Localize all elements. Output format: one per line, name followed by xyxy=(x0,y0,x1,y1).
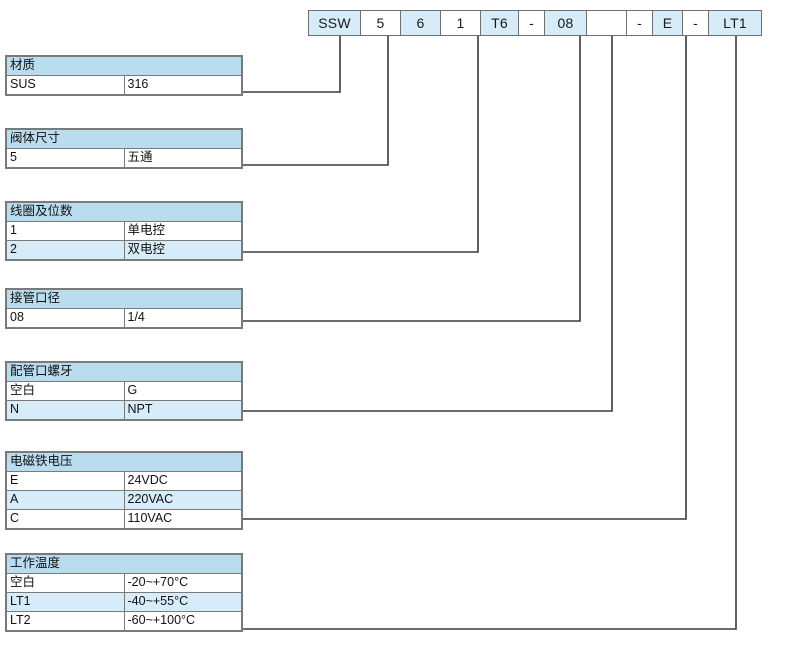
option-code: 空白 xyxy=(6,381,125,401)
code-cell-4: T6 xyxy=(481,11,519,35)
option-description: 220VAC xyxy=(123,490,242,510)
option-code: 空白 xyxy=(6,573,125,593)
code-cell-5: - xyxy=(519,11,545,35)
code-cell-11: LT1 xyxy=(709,11,761,35)
option-code: LT1 xyxy=(6,592,125,612)
option-code: 1 xyxy=(6,221,125,241)
table-header-material: 材质 xyxy=(6,56,242,76)
code-cell-3: 1 xyxy=(441,11,481,35)
option-description: 五通 xyxy=(123,148,242,168)
leader-working-temperature xyxy=(6,36,737,630)
option-description: 316 xyxy=(123,75,242,95)
option-code: A xyxy=(6,490,125,510)
code-cell-7 xyxy=(587,11,627,35)
table-row: LT2-60~+100°C xyxy=(6,611,242,631)
option-description: NPT xyxy=(123,400,242,420)
option-description: -20~+70°C xyxy=(123,573,242,593)
code-cell-6: 08 xyxy=(545,11,587,35)
leader-solenoid-voltage xyxy=(6,36,687,520)
option-description: -40~+55°C xyxy=(123,592,242,612)
option-code: 08 xyxy=(6,308,125,328)
table-header-working-temperature: 工作温度 xyxy=(6,554,242,574)
option-description: 1/4 xyxy=(123,308,242,328)
option-description: 24VDC xyxy=(123,471,242,491)
option-description: 双电控 xyxy=(123,240,242,260)
code-cell-9: E xyxy=(653,11,683,35)
code-cell-2: 6 xyxy=(401,11,441,35)
table-header-valve-body-size: 阀体尺寸 xyxy=(6,129,242,149)
code-cell-0: SSW xyxy=(309,11,361,35)
option-code: 5 xyxy=(6,148,125,168)
option-description: -60~+100°C xyxy=(123,611,242,631)
option-code: N xyxy=(6,400,125,420)
table-header-port-bore: 接管口径 xyxy=(6,289,242,309)
table-header-port-thread: 配管口螺牙 xyxy=(6,362,242,382)
option-code: SUS xyxy=(6,75,125,95)
option-description: G xyxy=(123,381,242,401)
code-cell-1: 5 xyxy=(361,11,401,35)
table-header-coil-and-position: 线圈及位数 xyxy=(6,202,242,222)
option-description: 单电控 xyxy=(123,221,242,241)
table-row: 空白-20~+70°C xyxy=(6,573,242,593)
option-code: C xyxy=(6,509,125,529)
option-code: LT2 xyxy=(6,611,125,631)
code-cell-8: - xyxy=(627,11,653,35)
option-code: E xyxy=(6,471,125,491)
table-row: LT1-40~+55°C xyxy=(6,592,242,612)
option-code: 2 xyxy=(6,240,125,260)
code-cell-10: - xyxy=(683,11,709,35)
table-header-solenoid-voltage: 电磁铁电压 xyxy=(6,452,242,472)
option-description: 110VAC xyxy=(123,509,242,529)
